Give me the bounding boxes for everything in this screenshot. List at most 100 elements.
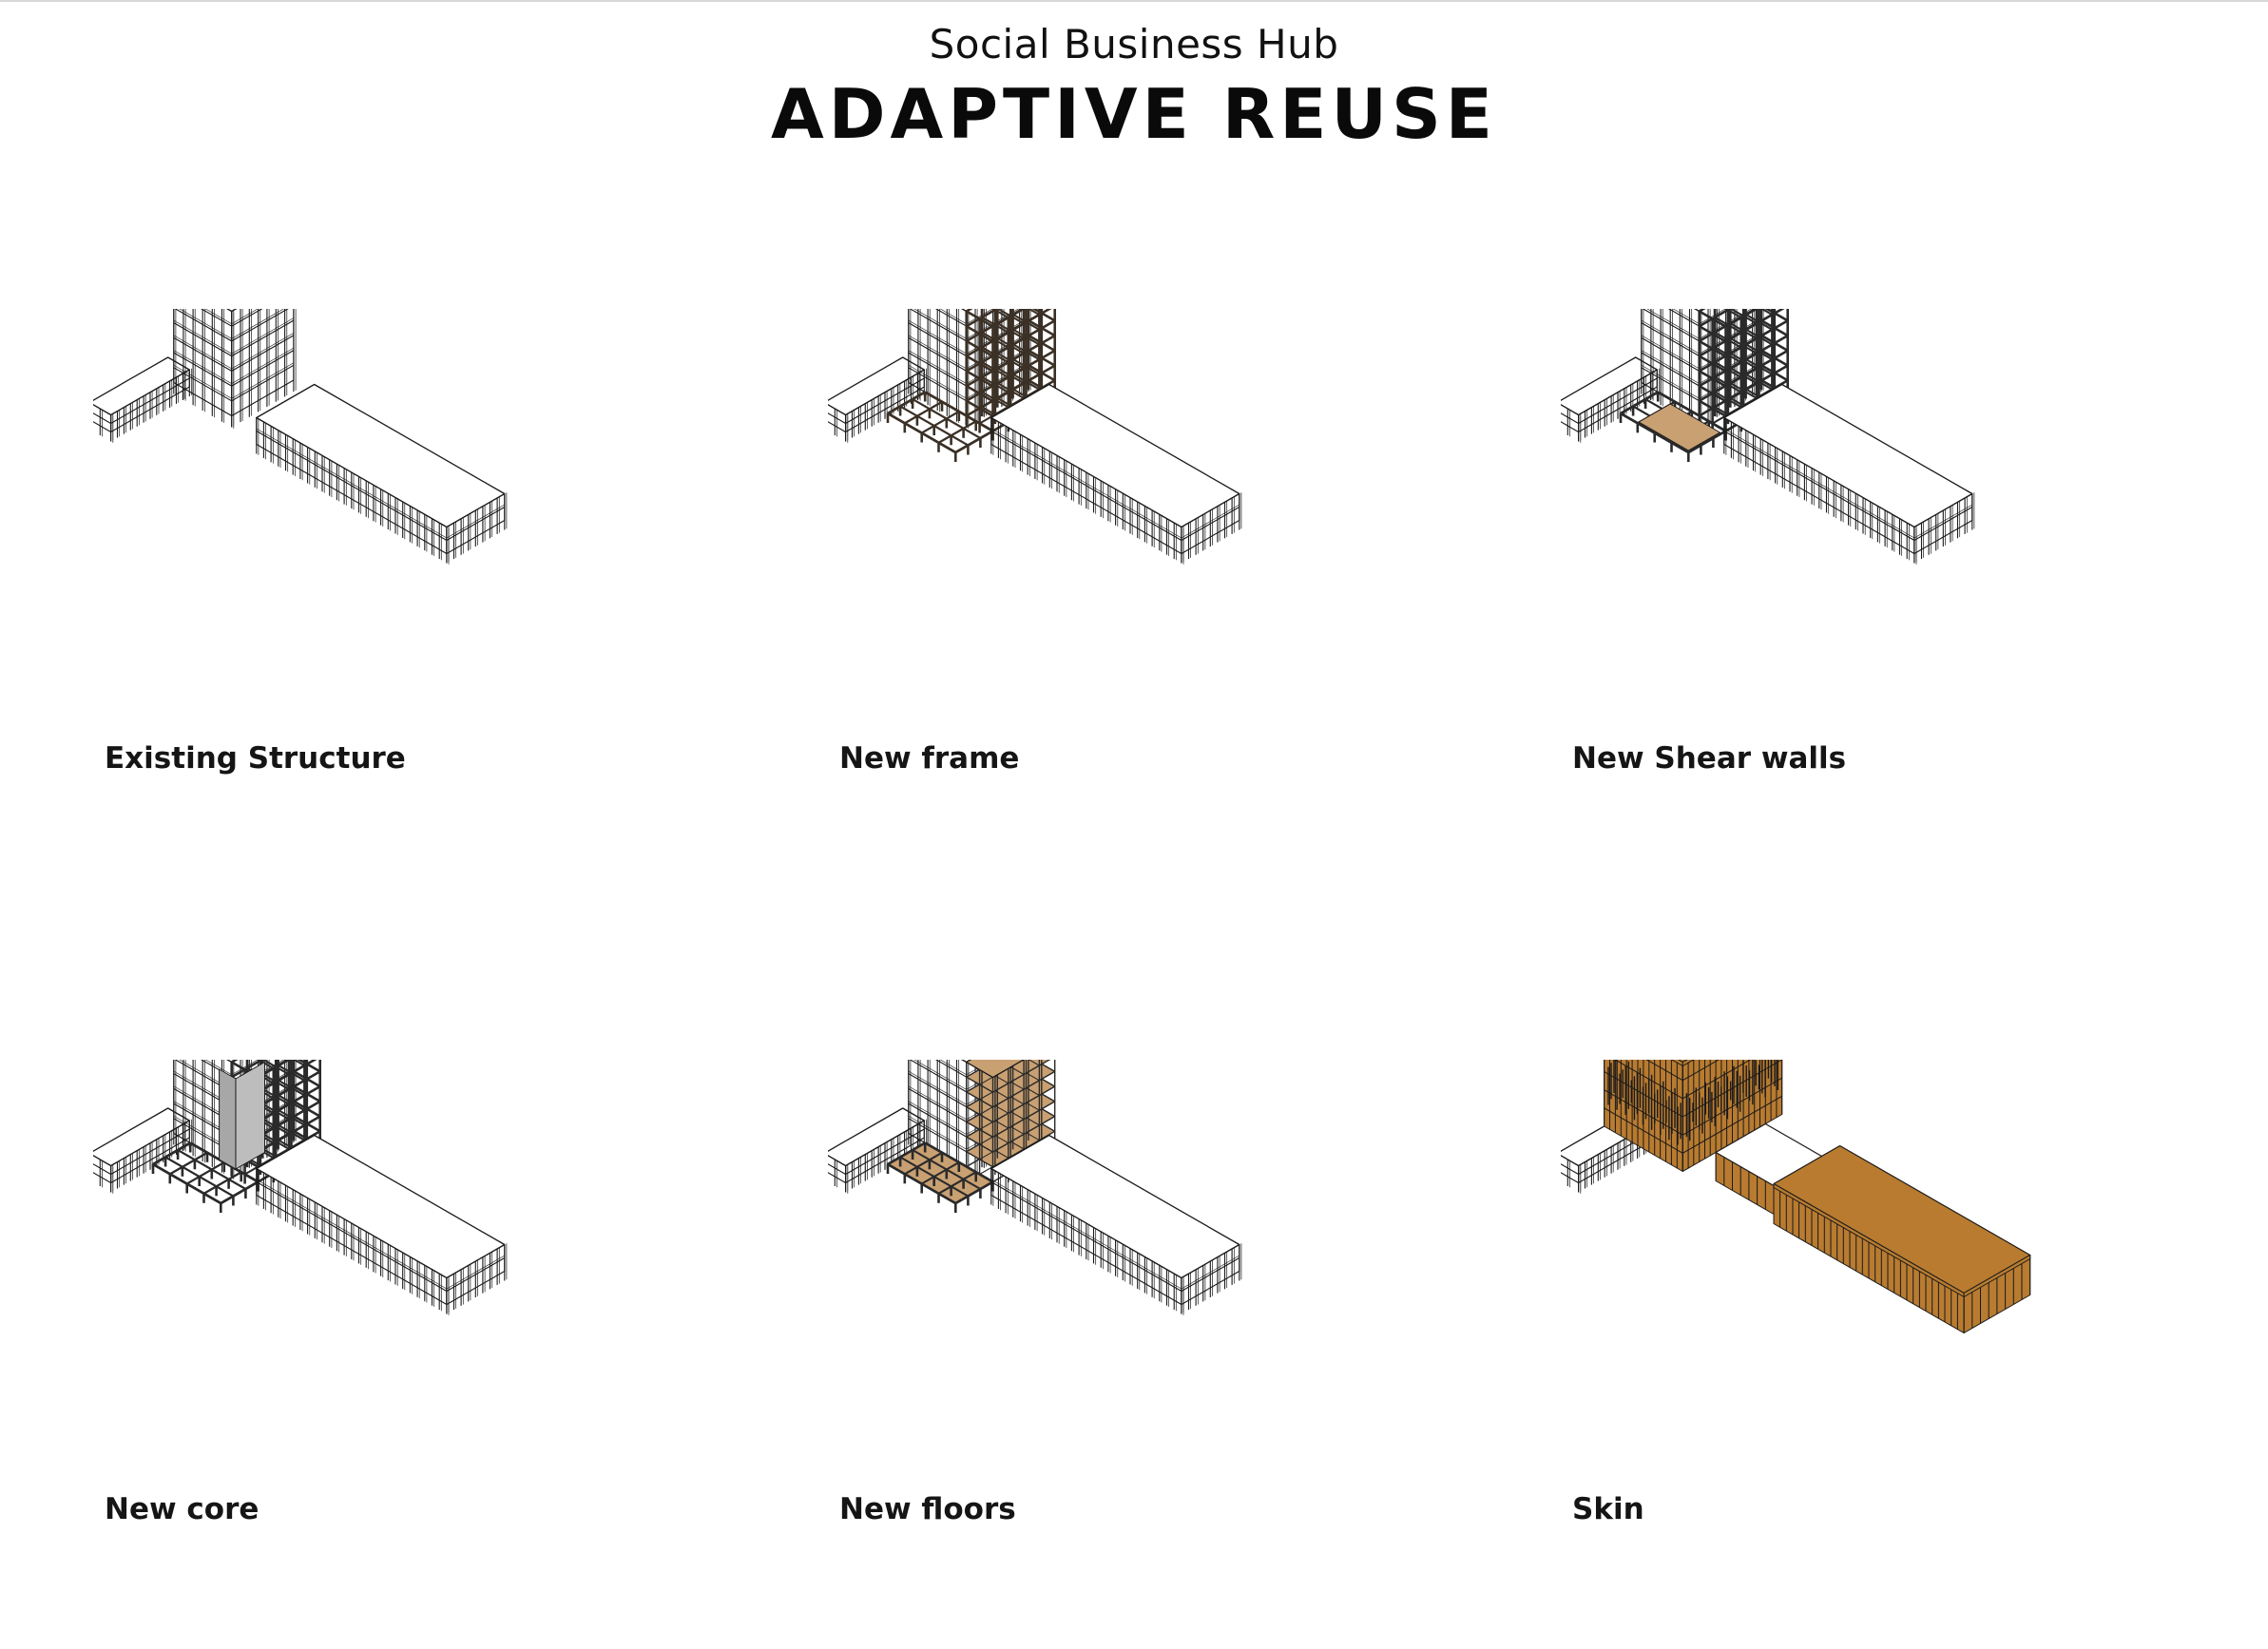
panel-caption: New floors <box>839 1492 1016 1526</box>
beam <box>954 430 994 454</box>
beam <box>256 1060 275 1070</box>
bar-skin <box>1773 1144 2031 1333</box>
existing-structure-diagram <box>93 309 508 565</box>
beam <box>887 391 926 415</box>
existing-bar <box>256 383 508 565</box>
beam <box>921 1161 960 1185</box>
roof <box>226 309 238 313</box>
slab-edge <box>231 333 295 370</box>
beam <box>169 1151 208 1176</box>
floor-line <box>231 350 295 387</box>
roof <box>1561 356 1658 416</box>
podium-block <box>93 356 192 443</box>
panel-existing-structure: Existing Structure <box>93 309 797 898</box>
new-frame-cage <box>1698 309 1789 441</box>
panel-new-shear-walls: New Shear walls <box>1561 309 2264 898</box>
panel-caption: New core <box>105 1492 259 1526</box>
panel-new-core: New core <box>93 1060 797 1649</box>
existing-bar <box>990 383 1242 565</box>
beam <box>887 1141 926 1166</box>
existing-bar <box>1723 383 1975 565</box>
beam <box>1620 391 1659 415</box>
slab-edge <box>231 309 259 324</box>
panel-caption: Skin <box>1572 1492 1644 1526</box>
beam <box>186 1161 225 1185</box>
beam <box>979 309 999 320</box>
roof <box>93 356 190 416</box>
roof <box>990 1134 1240 1279</box>
panel-caption: New Shear walls <box>1572 741 1847 776</box>
ground-frame <box>151 1141 259 1213</box>
new-core-diagram <box>93 1060 508 1315</box>
existing-bar <box>256 1134 508 1315</box>
roof <box>828 1107 925 1167</box>
beam <box>1699 309 1732 328</box>
roof-edge <box>1963 1255 2031 1297</box>
podium-block <box>828 356 927 443</box>
beam <box>202 1171 242 1195</box>
beam <box>1759 309 1773 316</box>
slab-edge <box>231 317 295 355</box>
roof <box>828 356 925 416</box>
beam <box>1724 309 1759 328</box>
slab-edge <box>231 309 284 339</box>
beam <box>231 1060 264 1079</box>
skin-diagram <box>1561 1060 2031 1333</box>
beam <box>904 400 943 425</box>
iso-scene <box>93 309 508 565</box>
page-subtitle: Social Business Hub <box>929 21 1339 67</box>
new-roof <box>966 1060 1025 1079</box>
beam <box>152 1141 191 1166</box>
roof <box>990 383 1240 528</box>
core-wall <box>219 1068 237 1170</box>
podium-block <box>93 1107 192 1194</box>
beam <box>1712 309 1732 320</box>
ground-frame <box>886 1141 994 1213</box>
roof <box>256 1134 506 1279</box>
new-frame-cage <box>965 1060 1056 1192</box>
new-frame-cage <box>965 309 1056 441</box>
floor-line <box>231 309 289 342</box>
existing-tower <box>173 309 297 429</box>
shear-wall <box>1638 403 1720 451</box>
beam <box>954 1180 994 1205</box>
panel-caption: Existing Structure <box>105 741 406 776</box>
new-floors-diagram <box>828 1060 1242 1315</box>
beam <box>937 420 977 444</box>
panel-skin: Skin <box>1561 1060 2264 1649</box>
tower-skin <box>1604 1060 1783 1172</box>
roof <box>256 383 506 528</box>
iso-scene <box>1561 309 1975 565</box>
panel-caption: New frame <box>839 741 1020 776</box>
floor-line <box>231 319 295 357</box>
beam <box>257 1060 292 1079</box>
top-divider <box>0 0 2268 2</box>
iso-scene <box>93 1060 508 1315</box>
floor-line <box>1645 1060 1683 1082</box>
beam <box>937 1171 977 1195</box>
new-shear-walls-diagram <box>1561 309 1975 565</box>
floor-line <box>231 309 263 327</box>
beam <box>966 1060 998 1078</box>
floor-line <box>231 335 295 372</box>
iso-scene <box>1561 1060 2031 1333</box>
roof-edge <box>1682 1060 1695 1066</box>
beam <box>921 411 960 434</box>
page-title: ADAPTIVE REUSE <box>771 74 1497 154</box>
iso-scene <box>828 1060 1242 1315</box>
iso-scene <box>828 309 1242 565</box>
floor-line <box>231 364 295 402</box>
beam <box>966 309 999 328</box>
panel-new-frame: New frame <box>828 309 1531 898</box>
roof <box>1723 383 1973 528</box>
core-wall <box>235 1062 265 1170</box>
beam <box>904 1151 943 1176</box>
beam <box>1028 1060 1040 1066</box>
beam <box>1687 430 1727 454</box>
roof <box>93 1107 190 1167</box>
beam <box>220 1180 259 1205</box>
beam <box>991 309 1027 328</box>
slab-edge <box>231 362 295 399</box>
beam <box>1027 309 1040 316</box>
beam <box>292 1060 305 1067</box>
